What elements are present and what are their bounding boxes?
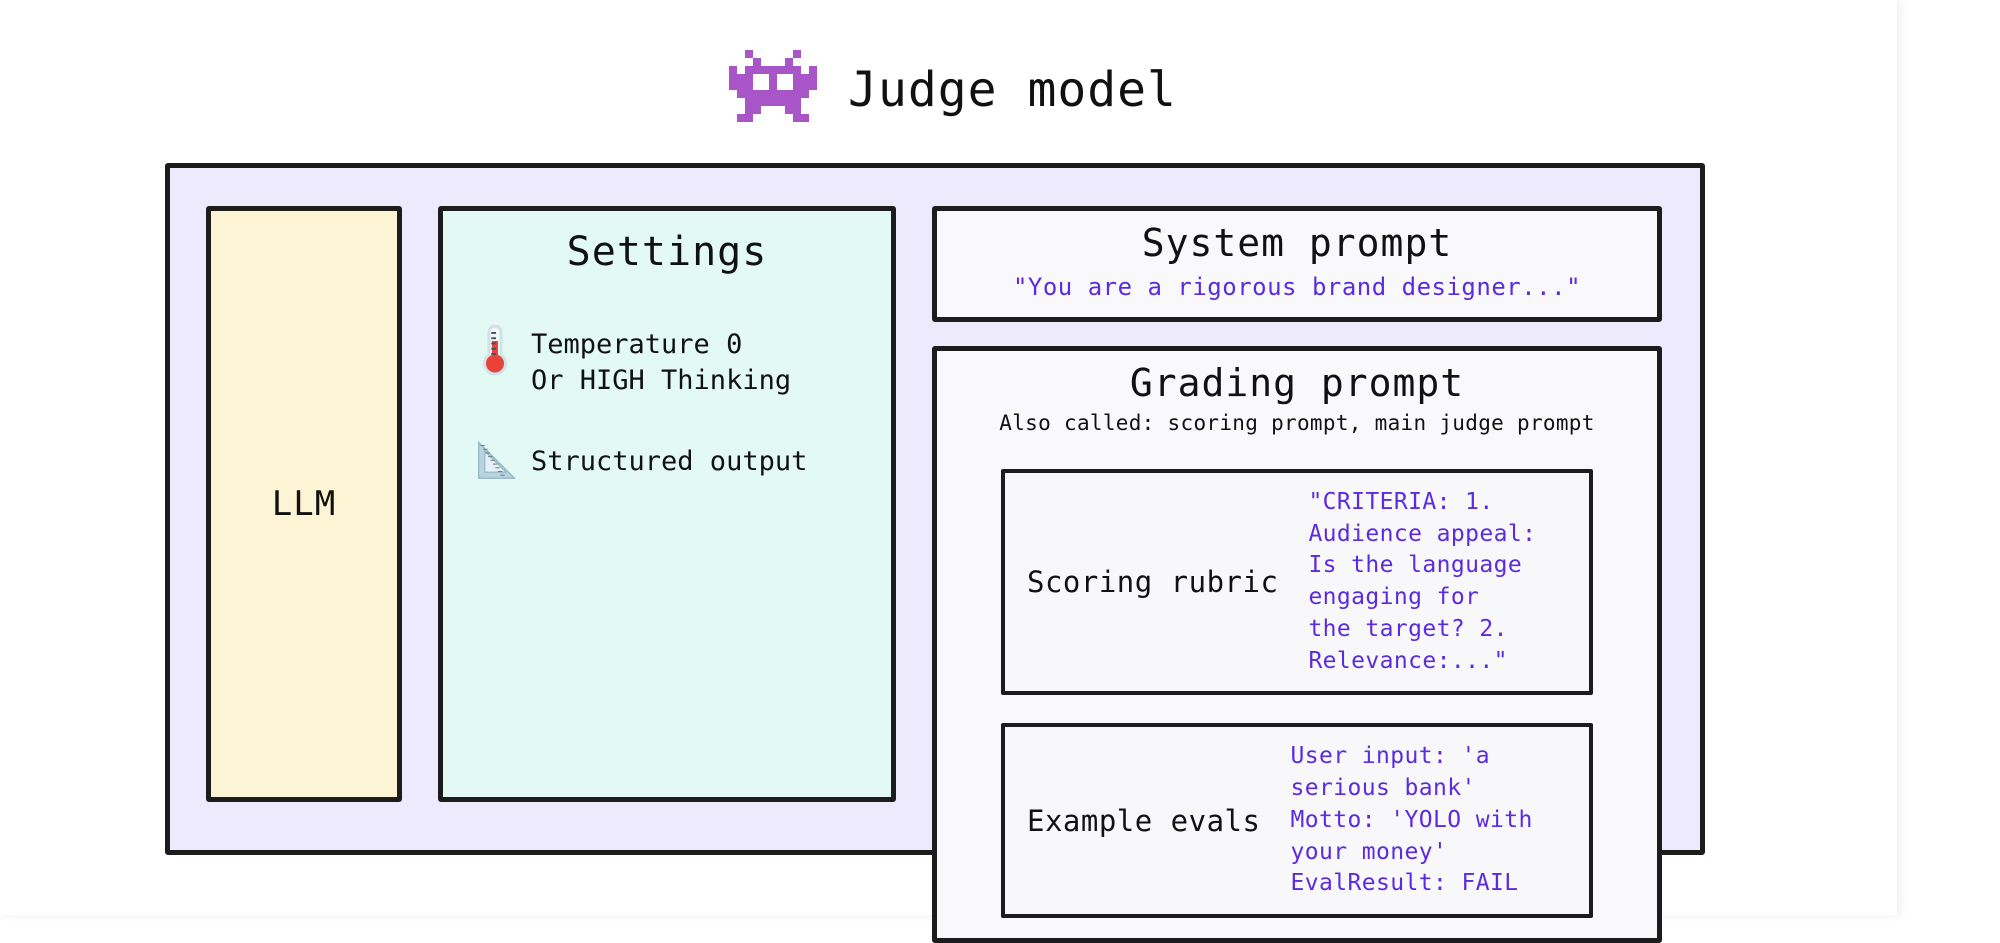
- grading-prompt-box: Grading prompt Also called: scoring prom…: [932, 346, 1662, 943]
- triangular-ruler-icon: [475, 438, 517, 486]
- llm-box[interactable]: LLM: [206, 206, 402, 802]
- setting-label-structured-output: Structured output: [531, 446, 808, 478]
- example-evals-value: User input: 'a serious bank' Motto: 'YOL…: [1290, 743, 1533, 897]
- thermometer-icon: [475, 323, 515, 377]
- scoring-rubric-value: "CRITERIA: 1. Audience appeal: Is the la…: [1308, 489, 1537, 674]
- example-evals-label: Example evals: [1027, 803, 1261, 838]
- grading-prompt-title: Grading prompt: [1129, 361, 1465, 405]
- setting-item-temperature[interactable]: Temperature 0 Or HIGH Thinking: [463, 323, 871, 398]
- prompts-column: System prompt "You are a rigorous brand …: [932, 206, 1662, 943]
- llm-label: LLM: [271, 484, 337, 524]
- settings-title: Settings: [566, 229, 768, 275]
- system-prompt-title: System prompt: [1141, 221, 1453, 265]
- scoring-rubric-box[interactable]: Scoring rubric "CRITERIA: 1. Audience ap…: [1001, 469, 1593, 696]
- diagram-canvas: Judge model LLM Settings: [0, 50, 1897, 943]
- system-prompt-box[interactable]: System prompt "You are a rigorous brand …: [932, 206, 1662, 322]
- setting-item-structured-output[interactable]: Structured output: [463, 438, 871, 486]
- system-prompt-quote: "You are a rigorous brand designer...": [1012, 273, 1582, 301]
- page-title: Judge model: [848, 62, 1177, 118]
- page-header: Judge model: [0, 50, 1897, 130]
- alien-monster-icon: [729, 50, 818, 122]
- example-evals-box[interactable]: Example evals User input: 'a serious ban…: [1001, 723, 1593, 919]
- setting-label-temperature: Temperature 0 Or HIGH Thinking: [531, 329, 792, 396]
- scoring-rubric-label: Scoring rubric: [1027, 565, 1279, 600]
- judge-model-container: LLM Settings: [165, 163, 1705, 943]
- grading-prompt-subtitle: Also called: scoring prompt, main judge …: [999, 411, 1595, 435]
- settings-panel: Settings: [438, 206, 896, 802]
